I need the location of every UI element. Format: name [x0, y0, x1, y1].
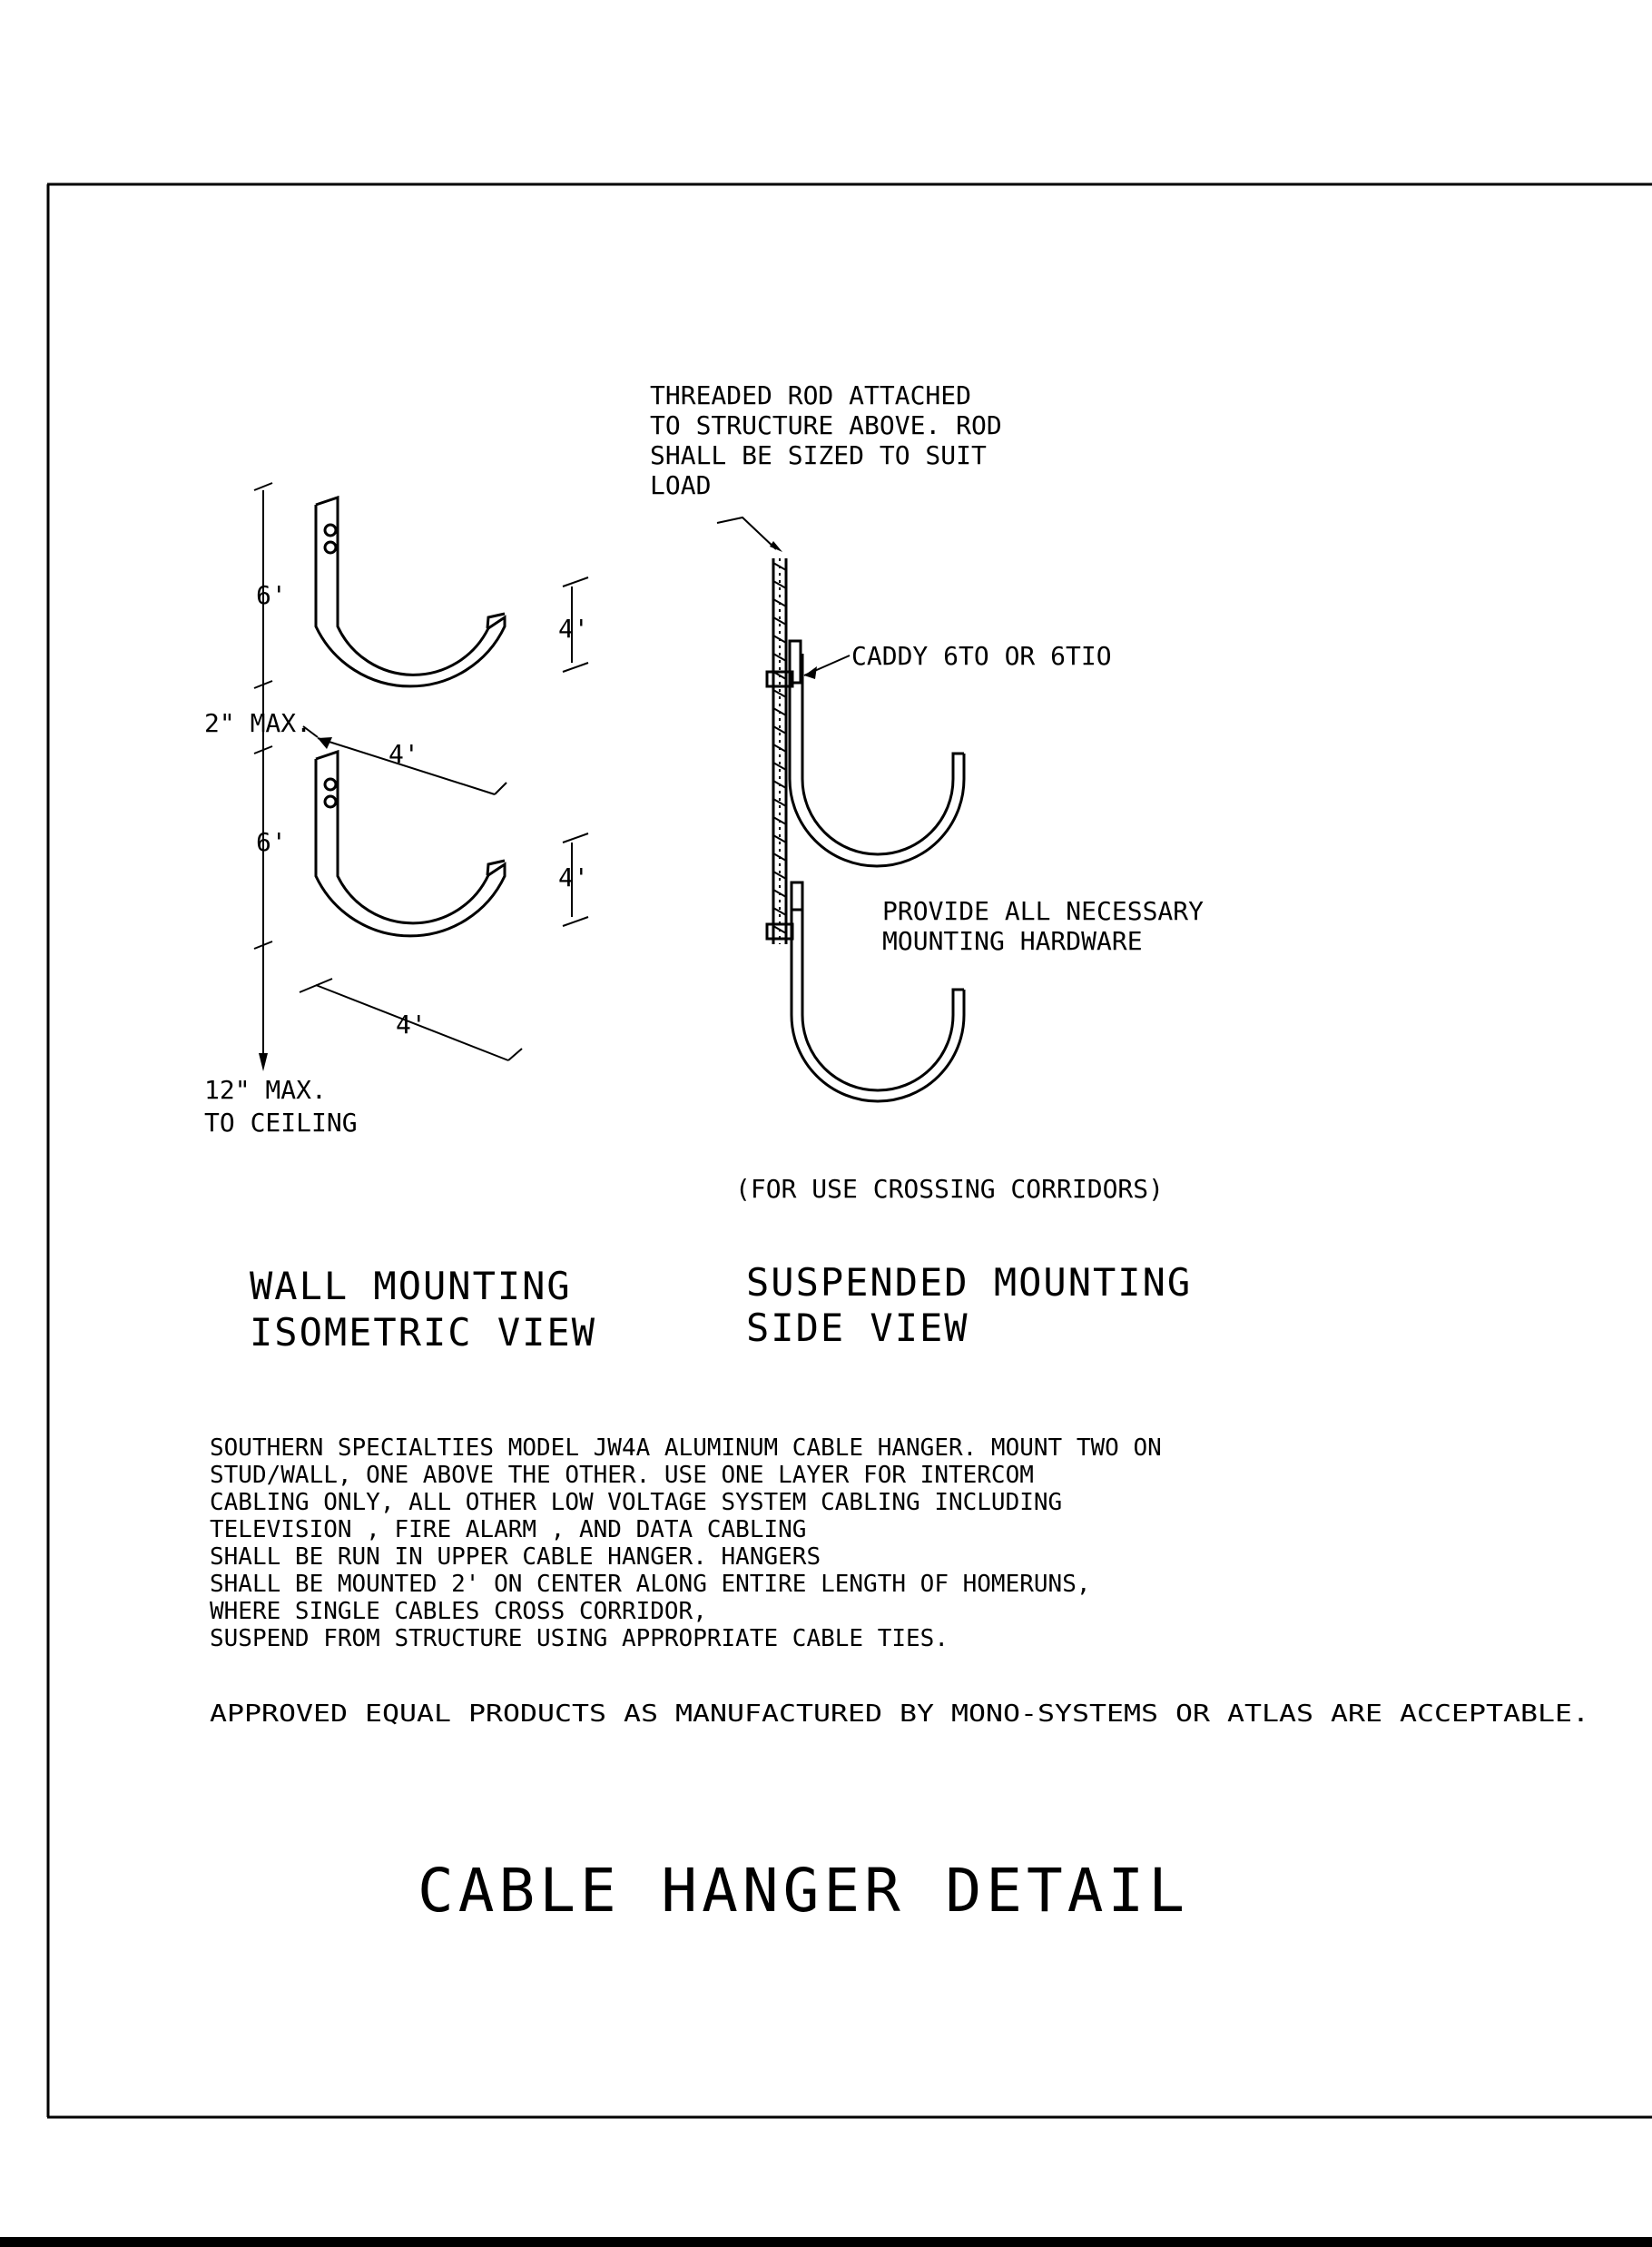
- wall-view-title-line-2: ISOMETRIC VIEW: [250, 1310, 596, 1355]
- spec-note-line-2: STUD/WALL, ONE ABOVE THE OTHER. USE ONE …: [210, 1462, 1034, 1489]
- upper-wall-hanger: [314, 495, 506, 688]
- lower-wall-hanger: [314, 749, 506, 938]
- hardware-note-line-1: PROVIDE ALL NECESSARY: [882, 896, 1204, 926]
- spec-note-line-5: SHALL BE RUN IN UPPER CABLE HANGER. HANG…: [210, 1543, 821, 1571]
- suspended-mount-side-figure: [716, 516, 966, 1103]
- caddy-label: CADDY 6TO OR 6TIO: [851, 641, 1112, 671]
- rod-note-line-1: THREADED ROD ATTACHED: [650, 380, 971, 410]
- spec-note-line-4: TELEVISION , FIRE ALARM , AND DATA CABLI…: [210, 1516, 806, 1543]
- depth-dimension-upper: [562, 577, 589, 673]
- width-dimension-upper: [317, 737, 507, 795]
- spec-note-line-6: SHALL BE MOUNTED 2' ON CENTER ALONG ENTI…: [210, 1571, 1091, 1598]
- sheet-border: [0, 182, 1652, 2247]
- depth-dimension-lower: [562, 833, 589, 927]
- height-dimension: [253, 482, 273, 1071]
- lower-height-label: 6': [256, 827, 287, 857]
- threaded-rod: [765, 558, 794, 944]
- lower-width-label: 4': [396, 1010, 427, 1040]
- rod-note-line-4: LOAD: [650, 470, 711, 500]
- upper-depth-label: 4': [558, 614, 589, 644]
- approved-note: APPROVED EQUAL PRODUCTS AS MANUFACTURED …: [210, 1700, 1589, 1728]
- upper-width-label: 4': [388, 739, 419, 769]
- detail-title: CABLE HANGER DETAIL: [418, 1856, 1189, 1926]
- corridor-note: (FOR USE CROSSING CORRIDORS): [735, 1174, 1164, 1204]
- wall-mount-isometric-figure: [253, 482, 589, 1071]
- gap-label: 2" MAX.: [204, 708, 311, 738]
- lower-depth-label: 4': [558, 862, 589, 892]
- bottom-title-bar: [0, 2237, 1652, 2247]
- gap-leader: [302, 725, 319, 738]
- rod-note-leader: [716, 516, 777, 550]
- upper-suspended-hanger: [788, 654, 966, 868]
- spec-notes: SOUTHERN SPECIALTIES MODEL JW4A ALUMINUM…: [210, 1434, 1162, 1652]
- spec-note-line-3: CABLING ONLY, ALL OTHER LOW VOLTAGE SYST…: [210, 1489, 1062, 1516]
- spec-note-line-8: SUSPEND FROM STRUCTURE USING APPROPRIATE…: [210, 1625, 949, 1652]
- hardware-note-line-2: MOUNTING HARDWARE: [882, 926, 1143, 956]
- lower-suspended-hanger: [790, 882, 966, 1103]
- suspended-view-title-line-1: SUSPENDED MOUNTING: [746, 1260, 1192, 1305]
- upper-height-label: 6': [256, 580, 287, 610]
- spec-note-line-7: WHERE SINGLE CABLES CROSS CORRIDOR,: [210, 1598, 707, 1625]
- suspended-view-title-line-2: SIDE VIEW: [746, 1306, 969, 1350]
- ceiling-label-line-1: 12" MAX.: [204, 1075, 327, 1105]
- rod-note-line-3: SHALL BE SIZED TO SUIT: [650, 440, 987, 470]
- rod-note-line-2: TO STRUCTURE ABOVE. ROD: [650, 410, 1002, 440]
- spec-note-line-1: SOUTHERN SPECIALTIES MODEL JW4A ALUMINUM…: [210, 1434, 1162, 1462]
- width-dimension-lower: [299, 978, 523, 1061]
- ceiling-label-line-2: TO CEILING: [204, 1108, 358, 1138]
- wall-view-title-line-1: WALL MOUNTING: [250, 1264, 572, 1308]
